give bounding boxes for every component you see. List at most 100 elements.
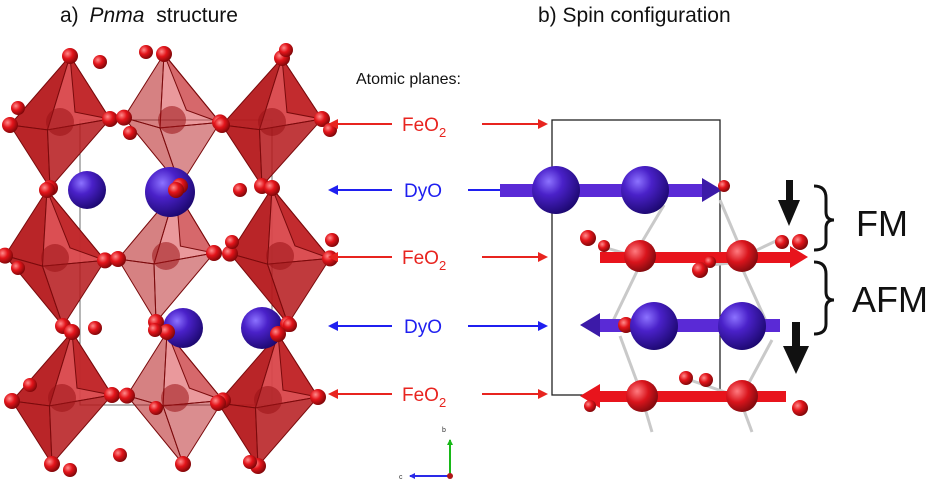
fe-moment-arrowhead: [580, 384, 600, 408]
dy-moment-arrow: [500, 184, 710, 197]
octahedron-face: [277, 333, 320, 398]
oxygen-atom: [159, 324, 175, 340]
plane-label: FeO2: [402, 115, 446, 140]
octahedron-face: [166, 331, 225, 402]
oxygen-atom: [322, 250, 338, 267]
oxygen-atom: [792, 234, 808, 250]
fe-atom: [41, 244, 69, 272]
dy-atom: [68, 171, 106, 209]
octahedra: [3, 52, 332, 468]
oxygen-atom: [175, 456, 191, 472]
octahedron-face: [266, 257, 331, 326]
plane-label: DyO: [404, 181, 442, 202]
oxygen-atom: [2, 117, 18, 133]
oxygen-atom: [584, 400, 596, 412]
oxygen-atoms: [0, 43, 339, 477]
fm-label: FM: [856, 203, 908, 244]
octahedron-face: [46, 118, 112, 190]
octahedron-face: [281, 57, 324, 120]
oxygen-atom: [618, 317, 634, 333]
panel-b-title: b) Spin configuration: [538, 4, 731, 27]
plane-row-feo2-3: FeO2: [328, 385, 548, 410]
oxygen-atom: [62, 48, 78, 64]
oxygen-atom: [580, 230, 596, 246]
down-arrow-afm: [783, 322, 809, 374]
fe-atom: [626, 380, 658, 412]
oxygen-atom: [775, 235, 789, 249]
oxygen-atom: [704, 256, 716, 268]
b-axis-label: b: [442, 427, 446, 434]
fe-atom: [254, 386, 282, 414]
fe-atom: [258, 108, 286, 136]
panel-a-space-group: Pnma: [90, 4, 145, 27]
oxygen-atom: [113, 448, 127, 462]
dy-atom: [621, 166, 669, 214]
oxygen-atom: [11, 101, 25, 115]
octahedron-face: [48, 394, 114, 466]
octahedron-face: [271, 187, 332, 260]
dy-atom: [163, 308, 203, 348]
oxygen-atom: [39, 182, 55, 198]
oxygen-atom: [93, 55, 107, 69]
octahedron-face: [153, 252, 216, 324]
brace-fm: [813, 184, 835, 252]
fe-atom: [624, 240, 656, 272]
oxygen-atom: [699, 373, 713, 387]
oxygen-atom: [679, 371, 693, 385]
oxygen-atom: [210, 395, 226, 411]
panel-a-prefix: a): [60, 4, 79, 27]
plane-label: DyO: [404, 317, 442, 338]
plane-row-feo2-2: FeO2: [328, 248, 548, 273]
axis-origin: [447, 473, 453, 479]
oxygen-atom: [310, 389, 326, 405]
plane-row-dyo-1: DyO: [328, 181, 548, 202]
oxygen-atom: [139, 45, 153, 59]
oxygen-atom: [225, 235, 239, 249]
dy-moment-arrowhead: [580, 313, 600, 337]
fe-atom: [726, 240, 758, 272]
oxygen-atom: [23, 378, 37, 392]
oxygen-atom: [0, 247, 13, 264]
octahedron-face: [41, 259, 106, 328]
pnma-structure: [0, 43, 339, 477]
dy-atom: [630, 302, 678, 350]
oxygen-atom: [156, 46, 172, 62]
oxygen-atom: [718, 180, 730, 192]
oxygen-atom: [279, 43, 293, 57]
oxygen-atom: [116, 109, 132, 126]
fe-atom: [158, 106, 186, 134]
plane-label: FeO2: [402, 248, 446, 273]
dy-atom: [532, 166, 580, 214]
oxygen-atom: [63, 463, 77, 477]
fe-moment-arrowhead: [790, 246, 808, 268]
oxygen-atom: [148, 323, 162, 337]
oxygen-atom: [283, 318, 297, 332]
dy-atom: [718, 302, 766, 350]
plane-label: FeO2: [402, 385, 446, 410]
oxygen-atom: [270, 326, 286, 342]
panel-a-title: a) Pnma structure: [60, 4, 238, 27]
oxygen-atom: [264, 180, 280, 196]
oxygen-atom: [325, 233, 339, 247]
oxygen-atom: [168, 182, 184, 198]
plane-row-dyo-2: DyO: [328, 317, 548, 338]
fe-atom: [161, 384, 189, 412]
oxygen-atom: [44, 456, 60, 472]
fe-atom: [48, 384, 76, 412]
oxygen-atom: [11, 261, 25, 275]
octahedron-face: [162, 399, 224, 466]
oxygen-atom: [243, 455, 257, 469]
octahedron-face: [71, 331, 114, 396]
octahedron-face: [163, 53, 222, 124]
oxygen-atom: [88, 321, 102, 335]
octahedron-face: [11, 400, 53, 466]
octahedron-face: [258, 118, 324, 188]
afm-label: AFM: [852, 279, 928, 320]
oxygen-atom: [598, 240, 610, 252]
octahedron-face: [254, 396, 320, 468]
spin-configuration: [500, 119, 808, 433]
oxygen-atom: [97, 252, 113, 269]
octahedron-face: [117, 258, 157, 324]
oxygen-atom: [123, 126, 137, 140]
